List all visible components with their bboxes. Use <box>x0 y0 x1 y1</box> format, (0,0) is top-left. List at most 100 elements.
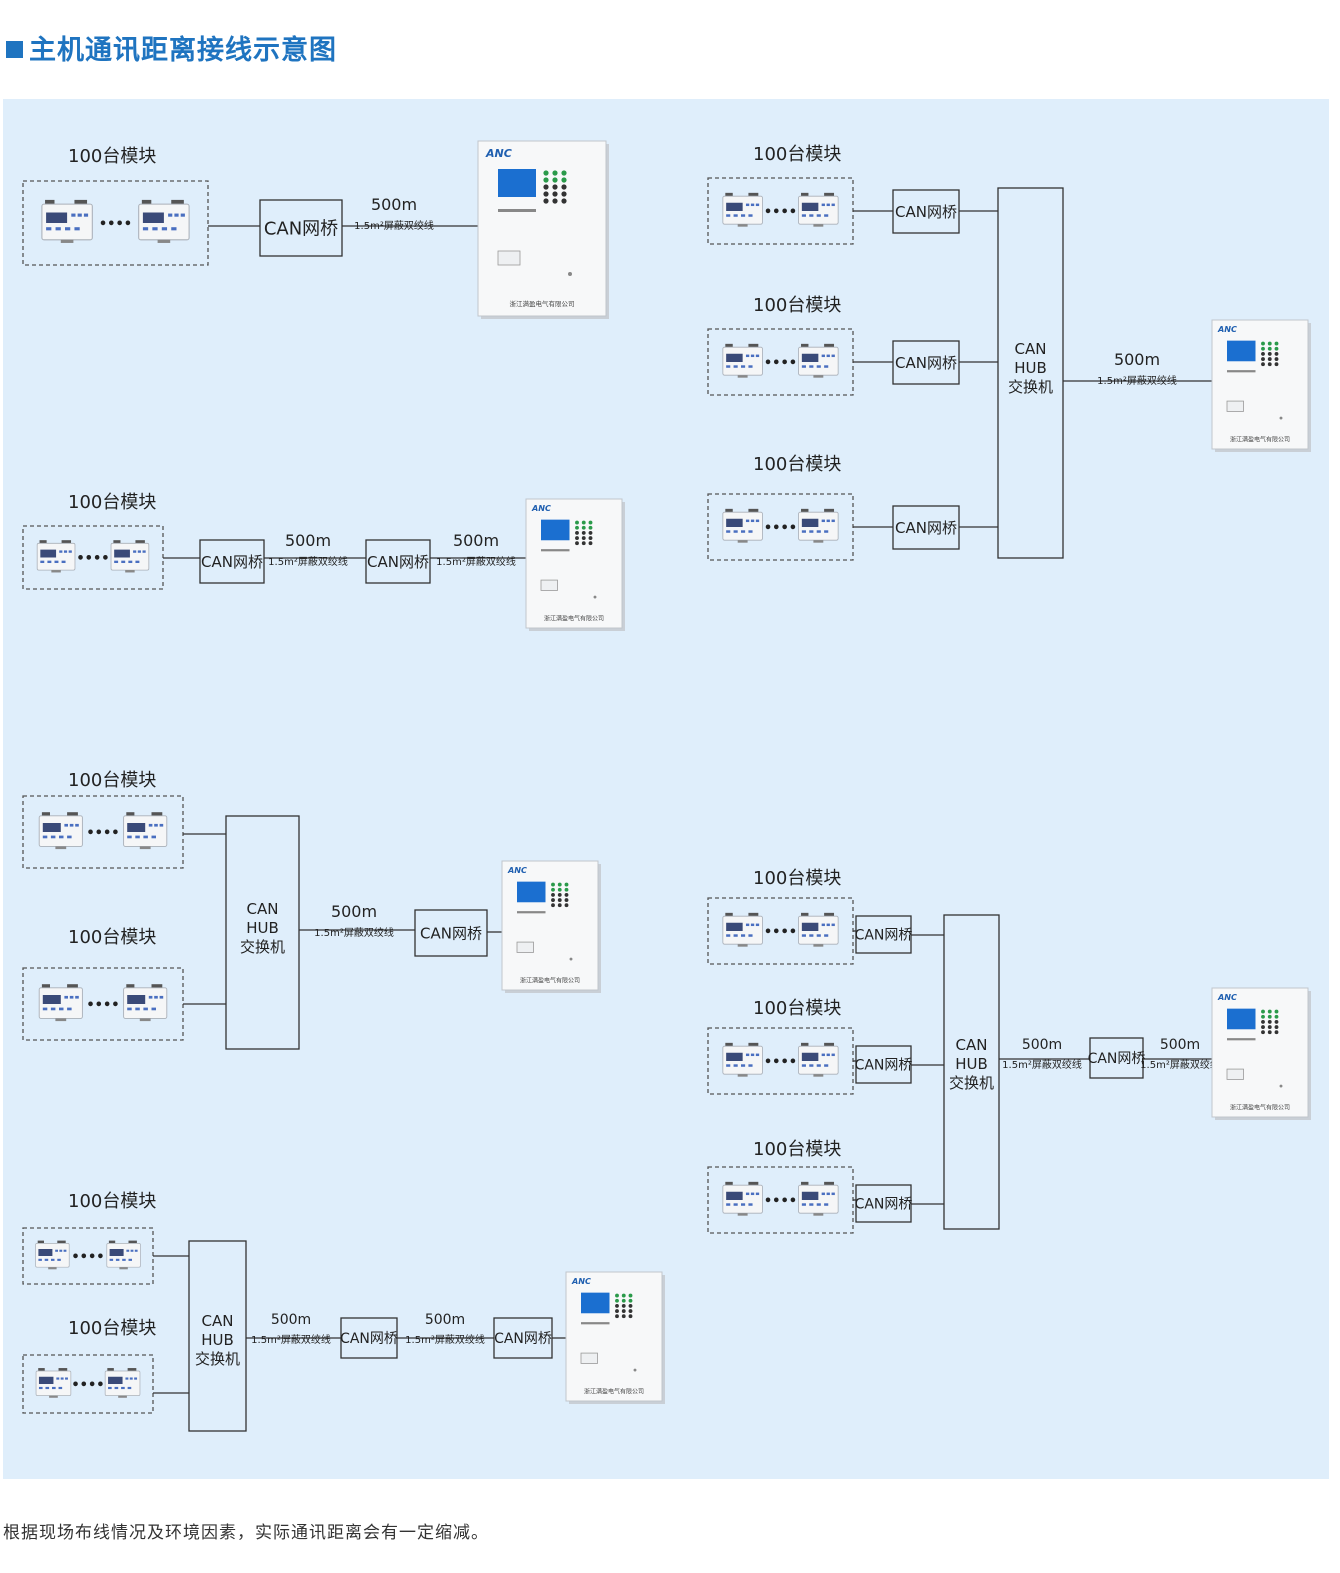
device-terminal <box>801 1042 809 1047</box>
device-terminal <box>801 192 809 197</box>
device-terminal <box>38 1368 45 1372</box>
device-led <box>45 1386 50 1390</box>
host-printer <box>516 941 534 953</box>
device-led <box>128 560 133 564</box>
cable-label: 1.5m²屏蔽双绞线 <box>1140 1058 1220 1071</box>
device-button <box>745 519 750 523</box>
device-screen <box>127 995 146 1004</box>
device-led <box>127 1007 132 1011</box>
device-terminal <box>128 1240 137 1245</box>
host-body <box>565 1271 663 1402</box>
host-indicator <box>615 1293 619 1298</box>
device-led <box>801 214 806 217</box>
device-led <box>824 214 829 217</box>
host-indicator <box>552 170 558 176</box>
device-terminal <box>67 984 78 989</box>
device-button <box>826 1053 830 1057</box>
device-button <box>71 213 76 217</box>
can-bridge-label: CAN网桥 <box>494 1331 552 1347</box>
module-device-icon <box>722 912 763 947</box>
host-indicator <box>1261 357 1265 361</box>
host-indicator <box>575 530 579 535</box>
device-led <box>816 934 821 937</box>
device-terminal <box>725 1181 733 1186</box>
hub-label-switch: 交换机 <box>1008 378 1053 396</box>
cable-label: 1.5m²屏蔽双绞线 <box>436 555 516 568</box>
device-terminal <box>824 1042 835 1047</box>
module-device-icon <box>35 1240 70 1270</box>
host-indicator <box>564 898 569 902</box>
device-led <box>59 835 64 839</box>
device-terminal <box>748 1042 759 1047</box>
cable-label: 1.5m²屏蔽双绞线 <box>405 1333 485 1346</box>
host-indicator <box>1274 341 1279 346</box>
module-device-icon <box>798 1181 839 1216</box>
host-indicator <box>551 898 555 902</box>
device-button <box>134 1377 138 1380</box>
device-led <box>726 934 731 937</box>
device-led <box>151 835 156 839</box>
device-led <box>809 530 814 533</box>
device-button <box>755 1053 760 1057</box>
device-button <box>831 203 835 207</box>
modules-label: 100台模块 <box>753 454 841 475</box>
device-led <box>741 1203 746 1206</box>
modules-label: 100台模块 <box>68 770 156 791</box>
device-terminal <box>41 984 50 989</box>
module-device-icon <box>106 1240 141 1270</box>
host-logo: ANC <box>1217 992 1237 1002</box>
host-indicator <box>615 1314 619 1319</box>
device-led <box>128 1258 132 1261</box>
distance-label: 500m <box>1114 350 1160 369</box>
device-led <box>114 560 119 564</box>
device-terminal <box>151 984 163 989</box>
device-button <box>159 823 164 827</box>
modules-label: 100台模块 <box>68 492 156 513</box>
host-indicator <box>588 541 593 546</box>
device-led <box>51 1258 55 1261</box>
device-terminal <box>725 912 733 917</box>
module-device-icon <box>123 812 168 850</box>
device-button <box>134 1249 138 1252</box>
host-indicator <box>1267 1025 1272 1029</box>
device-button <box>826 1192 830 1196</box>
host-indicator <box>543 198 549 204</box>
host-indicator <box>561 184 567 190</box>
device-terminal <box>725 1042 733 1047</box>
device-terminal <box>824 912 835 917</box>
device-button <box>60 1377 64 1380</box>
host-name-plate <box>498 209 536 212</box>
device-terminal <box>748 343 759 348</box>
device-screen <box>801 202 819 211</box>
module-device-icon <box>722 343 763 378</box>
device-terminal <box>61 540 72 545</box>
device-button <box>75 995 79 999</box>
device-led <box>816 214 821 217</box>
host-indicator <box>621 1293 626 1298</box>
host-printer <box>497 250 521 266</box>
can-bridge-label: CAN网桥 <box>340 1331 398 1347</box>
device-clip <box>737 540 748 543</box>
cable-label: 1.5m²屏蔽双绞线 <box>1002 1058 1082 1071</box>
host-indicator <box>581 520 586 525</box>
device-led <box>809 1064 814 1067</box>
host-indicator <box>581 541 586 546</box>
host-name-plate <box>1227 370 1256 373</box>
device-led <box>726 214 731 217</box>
device-terminal <box>57 1240 66 1245</box>
module-group-box <box>22 795 184 869</box>
device-led <box>824 934 829 937</box>
device-led <box>52 1386 56 1390</box>
device-button <box>831 519 835 523</box>
distance-label: 500m <box>1022 1037 1062 1053</box>
device-led <box>65 227 71 231</box>
device-led <box>46 227 52 231</box>
host-indicator <box>551 882 555 887</box>
dots-ellipsis: •••• <box>764 925 797 940</box>
device-led <box>741 214 746 217</box>
device-button <box>831 1053 835 1057</box>
host-indicator <box>557 882 562 887</box>
